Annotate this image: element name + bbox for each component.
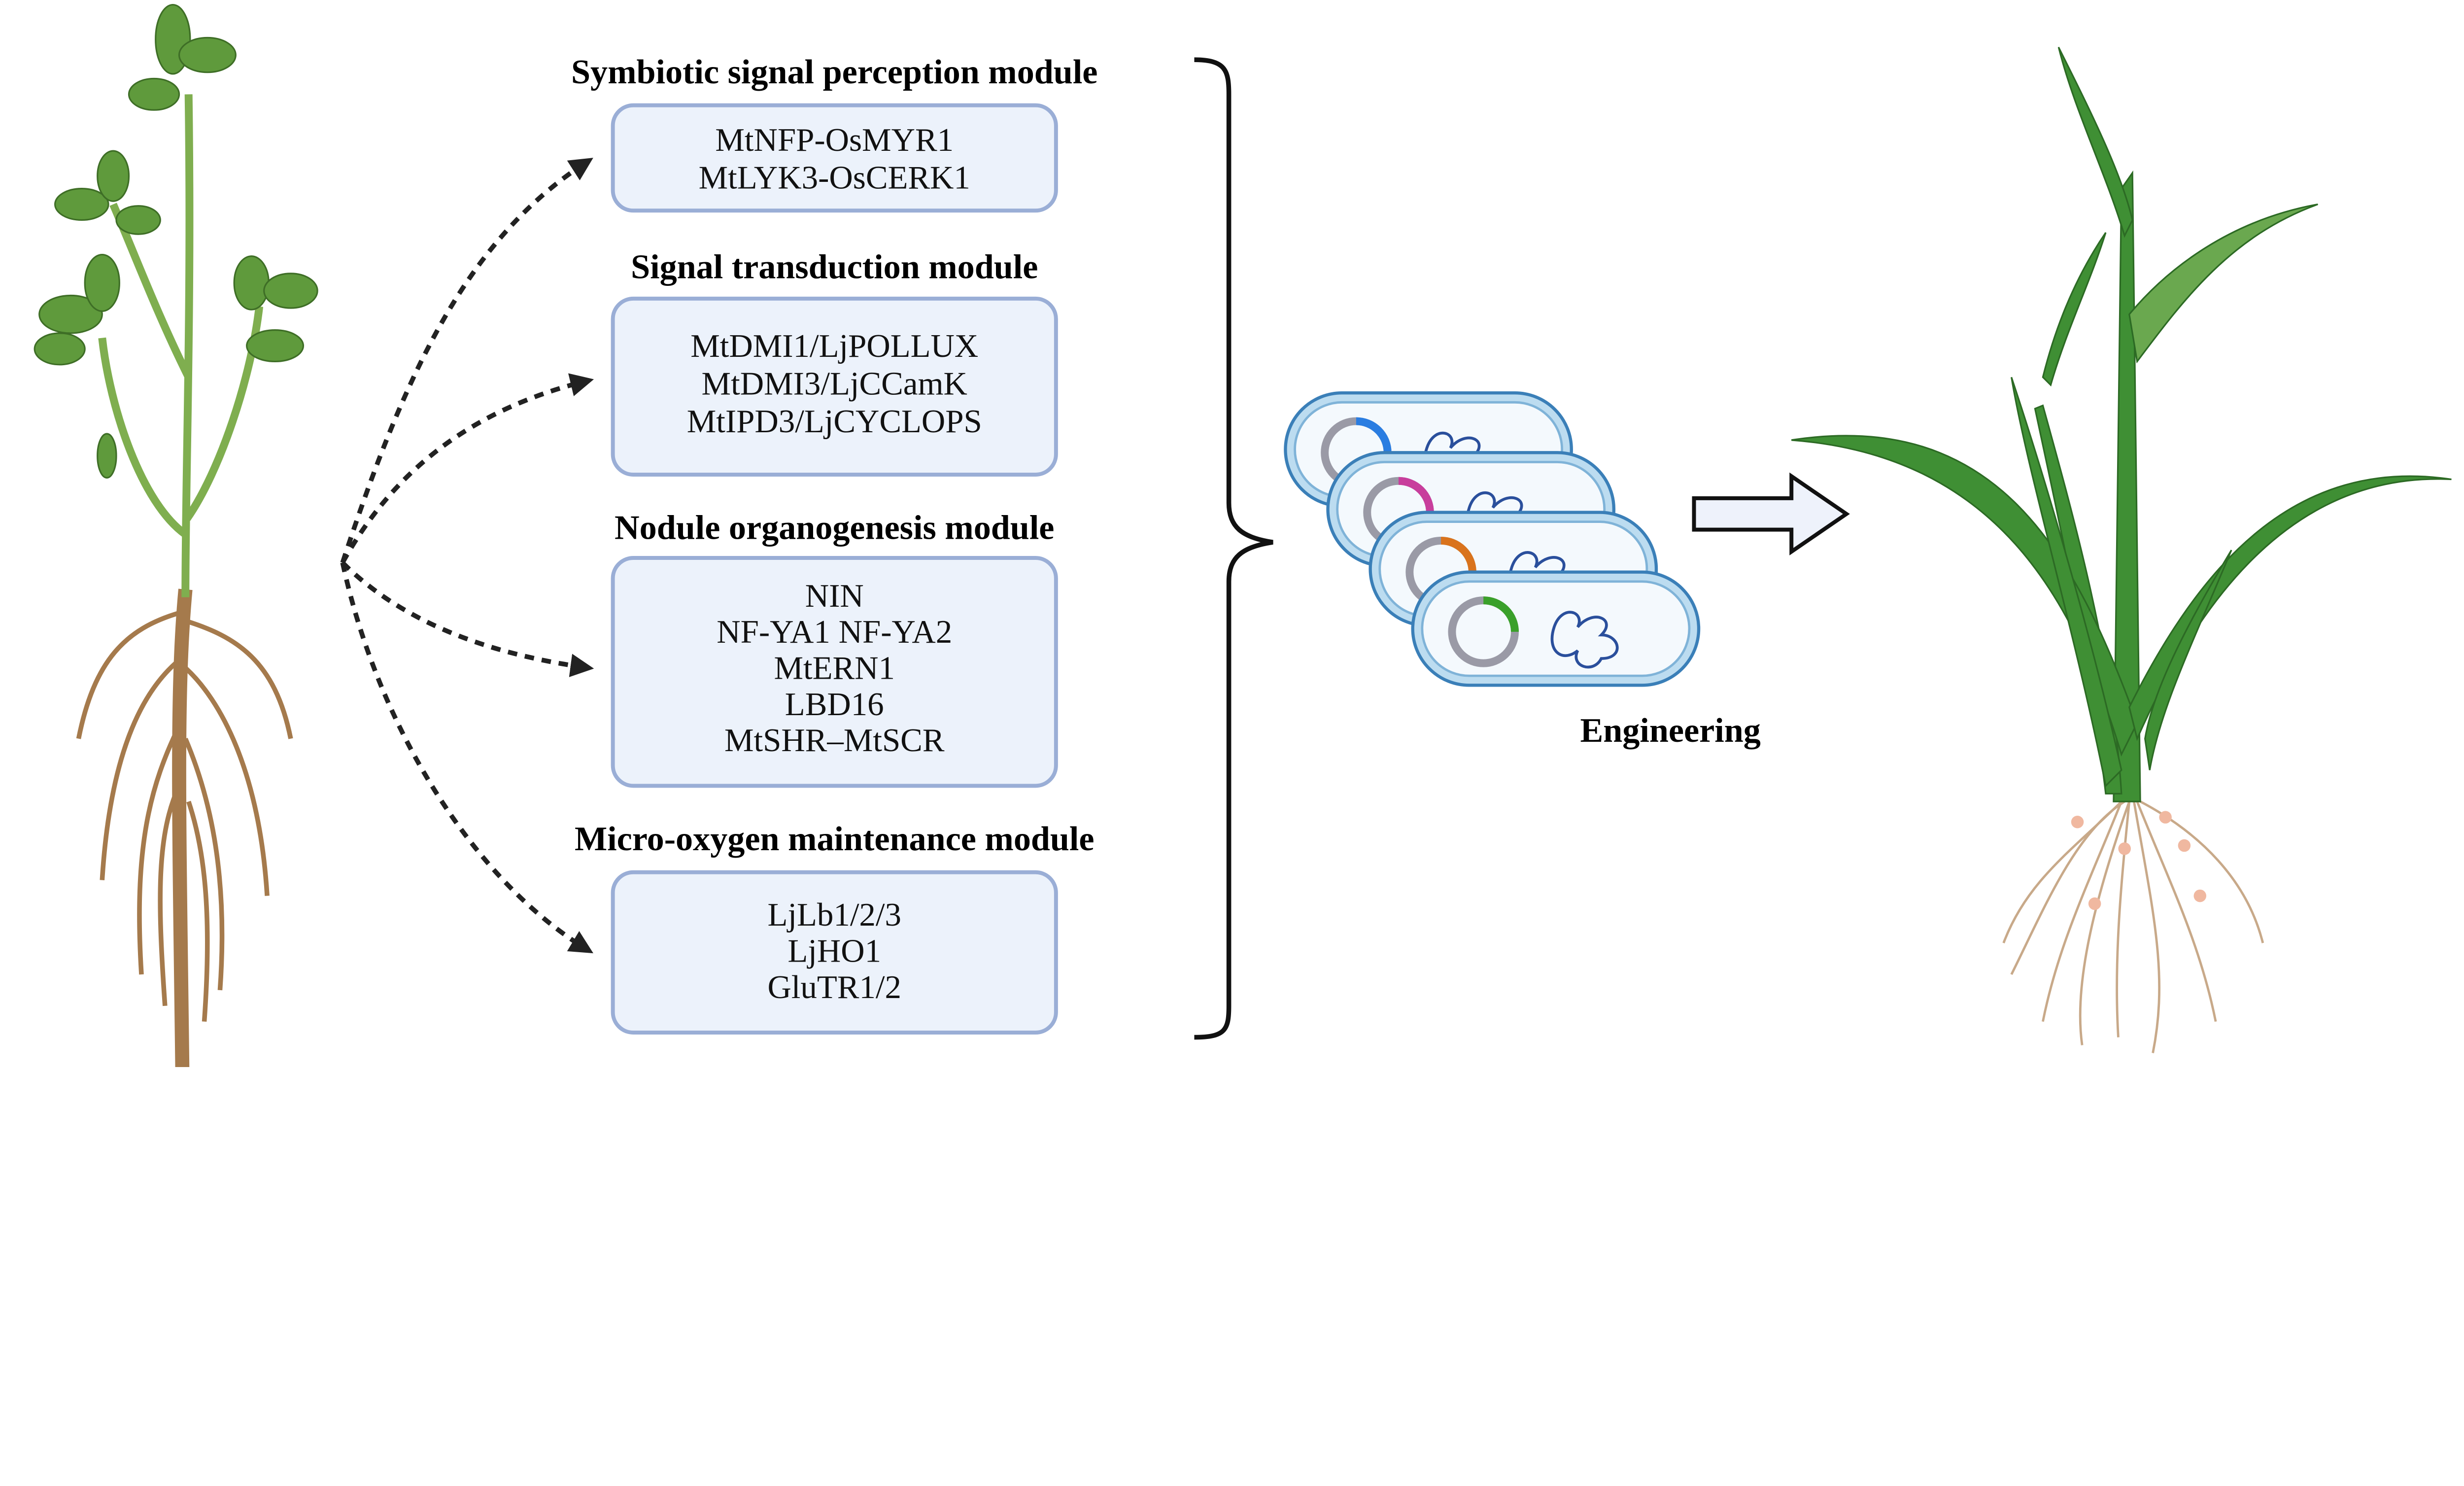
arrow-to-micro-oxygen <box>340 562 593 954</box>
gene-label: GluTR1/2 <box>767 969 901 1005</box>
bacteria-plasmid-icon <box>1284 391 1701 687</box>
cereal-plant-icon <box>1791 46 2452 1053</box>
gene-label: LjHO1 <box>787 933 881 969</box>
curly-brace-icon <box>1194 57 1273 1040</box>
gene-label: MtNFP-OsMYR1 <box>715 122 954 158</box>
module-title: Nodule organogenesis module <box>615 509 1054 547</box>
gene-label: MtDMI1/LjPOLLUX <box>690 328 978 364</box>
gene-box <box>611 296 1058 477</box>
plasmid-insert <box>1440 536 1476 573</box>
engineering-label: Engineering <box>1580 711 1761 750</box>
plasmid-insert <box>1483 596 1519 632</box>
arrow-to-organogenesis <box>341 561 594 677</box>
module-transduction: Signal transduction module MtDMI1/LjPOLL… <box>611 247 1058 477</box>
gene-label: MtERN1 <box>774 650 895 687</box>
bacterium-cell <box>1411 570 1701 687</box>
diagram: Symbiotic signal perception module MtNFP… <box>34 3 2452 1068</box>
gene-label: LjLb1/2/3 <box>767 897 901 933</box>
gene-label: MtLYK3-OsCERK1 <box>699 160 970 196</box>
legume-plant-icon <box>34 3 318 1068</box>
module-title: Symbiotic signal perception module <box>571 53 1097 91</box>
arrow-to-transduction <box>340 373 594 564</box>
gene-label: NIN <box>805 578 864 614</box>
gene-box <box>611 103 1058 213</box>
module-organogenesis: Nodule organogenesis module NIN NF-YA1 N… <box>611 509 1058 788</box>
gene-label: MtIPD3/LjCYCLOPS <box>687 403 982 440</box>
module-micro-oxygen: Micro-oxygen maintenance module LjLb1/2/… <box>575 820 1095 1035</box>
gene-label: NF-YA1 NF-YA2 <box>717 614 952 650</box>
gene-label: LBD16 <box>785 686 884 723</box>
module-title: Micro-oxygen maintenance module <box>575 820 1095 858</box>
module-perception: Symbiotic signal perception module MtNFP… <box>571 53 1097 213</box>
plasmid-insert <box>1356 417 1392 453</box>
plasmid-insert <box>1398 477 1434 513</box>
gene-label: MtDMI3/LjCCamK <box>702 365 967 402</box>
gene-box <box>611 556 1058 788</box>
chromosome <box>1550 611 1619 669</box>
dashed-arrows <box>340 158 594 954</box>
gene-label: MtSHR–MtSCR <box>724 722 945 759</box>
module-title: Signal transduction module <box>631 247 1038 286</box>
hollow-arrow-icon <box>1692 472 1850 555</box>
arrow-to-perception <box>340 158 593 564</box>
gene-box <box>611 870 1058 1035</box>
